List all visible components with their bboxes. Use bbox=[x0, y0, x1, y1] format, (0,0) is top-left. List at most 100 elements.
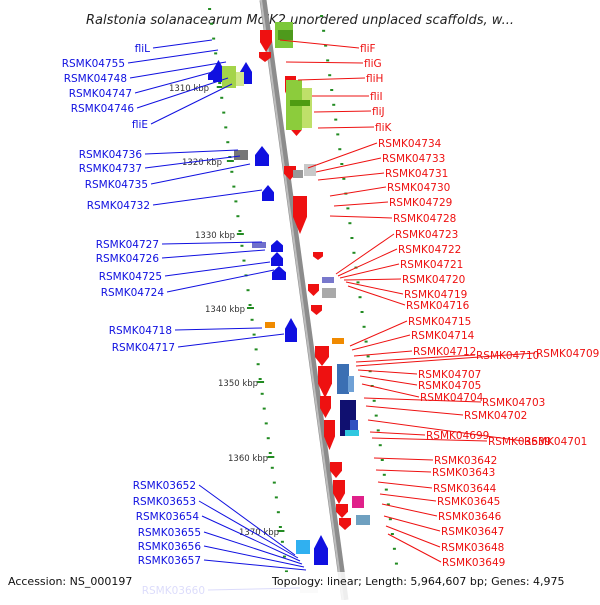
gene-label-left[interactable]: RSMK04717 bbox=[112, 342, 175, 354]
gene-label-right[interactable]: RSMK04709 bbox=[536, 348, 599, 360]
gene-block[interactable] bbox=[322, 277, 334, 283]
forward-gene-arrow[interactable] bbox=[271, 240, 283, 252]
gene-label-right[interactable]: RSMK04728 bbox=[393, 213, 456, 225]
reverse-gene-arrow[interactable] bbox=[260, 30, 272, 52]
gene-label-left[interactable]: fliL bbox=[135, 43, 151, 55]
gene-label-left[interactable]: RSMK03656 bbox=[138, 541, 202, 553]
gene-label-right[interactable]: RSMK04714 bbox=[411, 330, 475, 342]
gene-label-right[interactable]: RSMK04704 bbox=[420, 392, 484, 404]
gene-block[interactable] bbox=[337, 364, 349, 394]
gene-label-right[interactable]: RSMK03646 bbox=[438, 511, 502, 523]
gene-label-right[interactable]: fliI bbox=[370, 91, 383, 103]
gene-block[interactable] bbox=[348, 376, 354, 392]
gene-label-right[interactable]: RSMK03644 bbox=[433, 483, 497, 495]
gene-label-right[interactable]: RSMK04701 bbox=[524, 436, 587, 448]
gene-block[interactable] bbox=[350, 420, 358, 434]
gene-label-right[interactable]: RSMK04720 bbox=[402, 274, 465, 286]
reverse-gene-arrow[interactable] bbox=[313, 252, 323, 260]
gene-features[interactable] bbox=[208, 22, 370, 593]
reverse-gene-arrow[interactable] bbox=[315, 346, 329, 366]
gene-label-right[interactable]: RSMK04703 bbox=[482, 397, 545, 409]
gene-block[interactable] bbox=[222, 66, 236, 88]
gene-label-left[interactable]: RSMK04732 bbox=[87, 200, 150, 212]
gene-block[interactable] bbox=[304, 164, 316, 176]
gene-label-left[interactable]: RSMK04748 bbox=[64, 73, 127, 85]
gene-label-right[interactable]: RSMK04721 bbox=[400, 259, 463, 271]
gene-block[interactable] bbox=[234, 150, 248, 160]
gene-label-left[interactable]: RSMK03653 bbox=[133, 496, 196, 508]
reverse-gene-arrow[interactable] bbox=[336, 504, 348, 518]
gene-label-right[interactable]: fliJ bbox=[372, 106, 385, 118]
reverse-gene-arrow[interactable] bbox=[320, 396, 331, 418]
gene-label-left[interactable]: RSMK04727 bbox=[96, 239, 159, 251]
gene-label-right[interactable]: RSMK03645 bbox=[437, 496, 500, 508]
gene-label-right[interactable]: RSMK04702 bbox=[464, 410, 527, 422]
gene-label-left[interactable]: RSMK04737 bbox=[79, 163, 142, 175]
gene-label-right[interactable]: RSMK04733 bbox=[382, 153, 445, 165]
gene-block[interactable] bbox=[296, 540, 310, 554]
gene-label-left[interactable]: RSMK04746 bbox=[71, 103, 135, 115]
forward-gene-arrow[interactable] bbox=[271, 251, 283, 266]
gene-block[interactable] bbox=[290, 100, 310, 106]
gene-label-left[interactable]: RSMK04747 bbox=[69, 88, 132, 100]
gene-label-right[interactable]: RSMK04712 bbox=[413, 346, 476, 358]
gene-label-right[interactable]: RSMK04722 bbox=[398, 244, 461, 256]
gene-block[interactable] bbox=[345, 430, 359, 436]
reverse-gene-arrow[interactable] bbox=[308, 284, 319, 296]
gene-label-right[interactable]: RSMK04719 bbox=[404, 289, 467, 301]
forward-gene-arrow[interactable] bbox=[285, 318, 297, 342]
gene-label-left[interactable]: RSMK04724 bbox=[101, 287, 165, 299]
gene-label-right[interactable]: RSMK04734 bbox=[378, 138, 442, 150]
gene-block[interactable] bbox=[252, 242, 266, 248]
forward-gene-arrow[interactable] bbox=[272, 266, 286, 280]
gene-label-right[interactable]: RSMK03648 bbox=[441, 542, 504, 554]
gene-label-left[interactable]: RSMK03654 bbox=[136, 511, 200, 523]
gene-label-left[interactable]: RSMK03652 bbox=[133, 480, 196, 492]
gene-label-right[interactable]: RSMK03649 bbox=[442, 557, 505, 569]
gene-label-left[interactable]: fliE bbox=[132, 119, 148, 131]
reverse-gene-arrow[interactable] bbox=[339, 518, 351, 530]
gene-label-right[interactable]: RSMK03639 bbox=[488, 436, 551, 448]
gene-label-right[interactable]: RSMK04730 bbox=[387, 182, 450, 194]
gene-label-right[interactable]: RSMK03642 bbox=[434, 455, 497, 467]
gene-block[interactable] bbox=[322, 288, 336, 298]
gene-label-left[interactable]: RSMK04735 bbox=[85, 179, 148, 191]
gene-block[interactable] bbox=[302, 88, 312, 128]
gene-block[interactable] bbox=[236, 72, 244, 86]
gene-label-left[interactable]: RSMK03655 bbox=[138, 527, 201, 539]
gene-label-left[interactable]: RSMK04755 bbox=[62, 58, 125, 70]
left-gene-labels[interactable]: fliL RSMK04755RSMK04748RSMK04747RSMK04746… bbox=[62, 43, 205, 597]
gene-block[interactable] bbox=[332, 338, 344, 344]
gene-label-right[interactable]: RSMK03647 bbox=[441, 526, 504, 538]
gene-label-left[interactable]: RSMK03657 bbox=[138, 555, 201, 567]
gene-block[interactable] bbox=[293, 170, 303, 178]
gene-label-right[interactable]: fliF bbox=[360, 43, 376, 55]
reverse-gene-arrow[interactable] bbox=[330, 462, 342, 478]
gene-label-right[interactable]: fliG bbox=[364, 58, 382, 70]
right-gene-labels[interactable]: fliFfliGfliHfliIfliJfliKRSMK04734RSMK047… bbox=[360, 43, 599, 569]
gene-label-right[interactable]: RSMK04731 bbox=[385, 168, 448, 180]
reverse-gene-arrow[interactable] bbox=[293, 196, 307, 234]
gene-block[interactable] bbox=[278, 30, 293, 40]
gene-block[interactable] bbox=[356, 515, 370, 525]
gene-label-right[interactable]: RSMK04710 bbox=[476, 350, 539, 362]
gene-label-right[interactable]: RSMK04716 bbox=[406, 300, 470, 312]
gene-label-right[interactable]: RSMK04705 bbox=[418, 380, 481, 392]
reverse-gene-arrow[interactable] bbox=[333, 480, 345, 504]
reverse-gene-arrow[interactable] bbox=[324, 420, 335, 450]
forward-gene-arrow[interactable] bbox=[314, 535, 328, 565]
reverse-gene-arrow[interactable] bbox=[311, 305, 322, 315]
gene-block[interactable] bbox=[265, 322, 275, 328]
forward-gene-arrow[interactable] bbox=[262, 185, 274, 201]
reverse-gene-arrow[interactable] bbox=[318, 366, 332, 398]
gene-block[interactable] bbox=[352, 496, 364, 508]
gene-label-left[interactable]: RSMK04736 bbox=[79, 149, 143, 161]
gene-label-left[interactable]: RSMK04726 bbox=[96, 253, 160, 265]
reverse-gene-arrow[interactable] bbox=[259, 52, 271, 62]
gene-label-right[interactable]: RSMK04707 bbox=[418, 369, 481, 381]
gene-label-left[interactable]: RSMK04725 bbox=[99, 271, 162, 283]
gene-label-right[interactable]: RSMK03643 bbox=[432, 467, 495, 479]
forward-gene-arrow[interactable] bbox=[255, 146, 269, 166]
